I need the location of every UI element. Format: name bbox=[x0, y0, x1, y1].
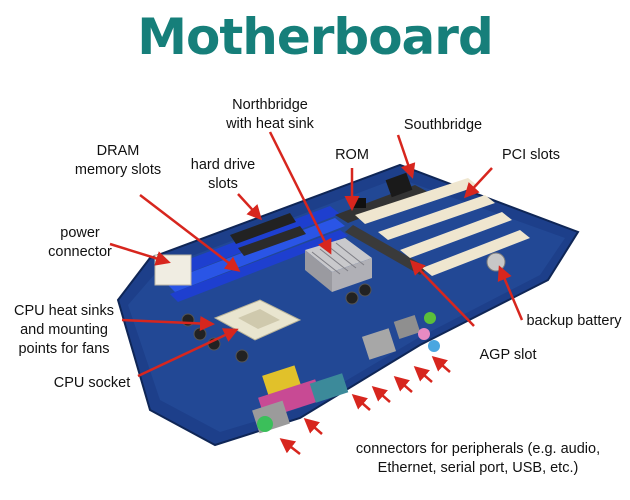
label-cpu-heat: CPU heat sinks and mounting points for f… bbox=[14, 303, 114, 357]
rom-chip bbox=[352, 198, 366, 208]
label-hard-drive: hard drive slots bbox=[190, 157, 256, 192]
diagram-title: Motherboard bbox=[137, 8, 494, 66]
label-backup: backup battery bbox=[526, 313, 622, 329]
label-power: power connector bbox=[48, 225, 112, 260]
southbridge-chip bbox=[385, 172, 413, 198]
label-connectors: connectors for peripherals (e.g. audio, … bbox=[355, 441, 601, 476]
label-rom: ROM bbox=[335, 147, 369, 163]
hard-drive-connectors bbox=[230, 213, 306, 256]
backup-battery-cell bbox=[486, 252, 506, 272]
callout-arrows bbox=[109, 131, 524, 455]
label-dram: DRAM memory slots bbox=[74, 143, 162, 178]
motherboard-pcb bbox=[116, 163, 580, 447]
label-agp: AGP slot bbox=[479, 347, 537, 363]
label-northbridge: Northbridge with heat sink bbox=[226, 97, 314, 132]
label-cpu-socket: CPU socket bbox=[53, 375, 131, 391]
pci-slots bbox=[355, 178, 530, 276]
cpu-socket bbox=[213, 299, 302, 341]
peripheral-connectors bbox=[252, 312, 440, 434]
label-southbridge: Southbridge bbox=[403, 117, 483, 133]
dram-slots bbox=[160, 206, 348, 302]
label-pci: PCI slots bbox=[501, 147, 560, 163]
